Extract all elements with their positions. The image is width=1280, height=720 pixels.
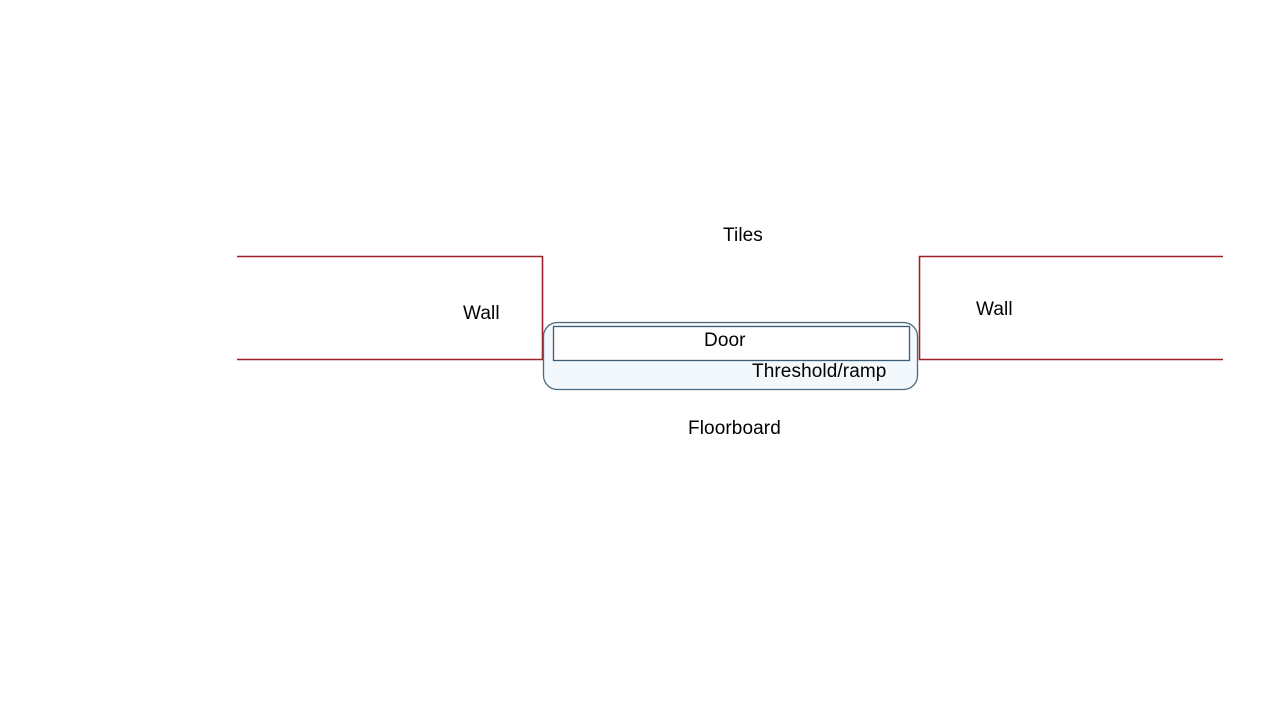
- label-floorboard: Floorboard: [688, 418, 781, 439]
- label-wall-right: Wall: [976, 299, 1013, 320]
- label-threshold-ramp: Threshold/ramp: [752, 361, 887, 382]
- label-tiles: Tiles: [723, 225, 763, 246]
- wall-left-shape: [237, 255, 544, 361]
- label-door: Door: [704, 330, 746, 351]
- label-wall-left: Wall: [463, 303, 500, 324]
- door-shape[interactable]: [552, 325, 911, 362]
- wall-right-shape: [918, 255, 1223, 361]
